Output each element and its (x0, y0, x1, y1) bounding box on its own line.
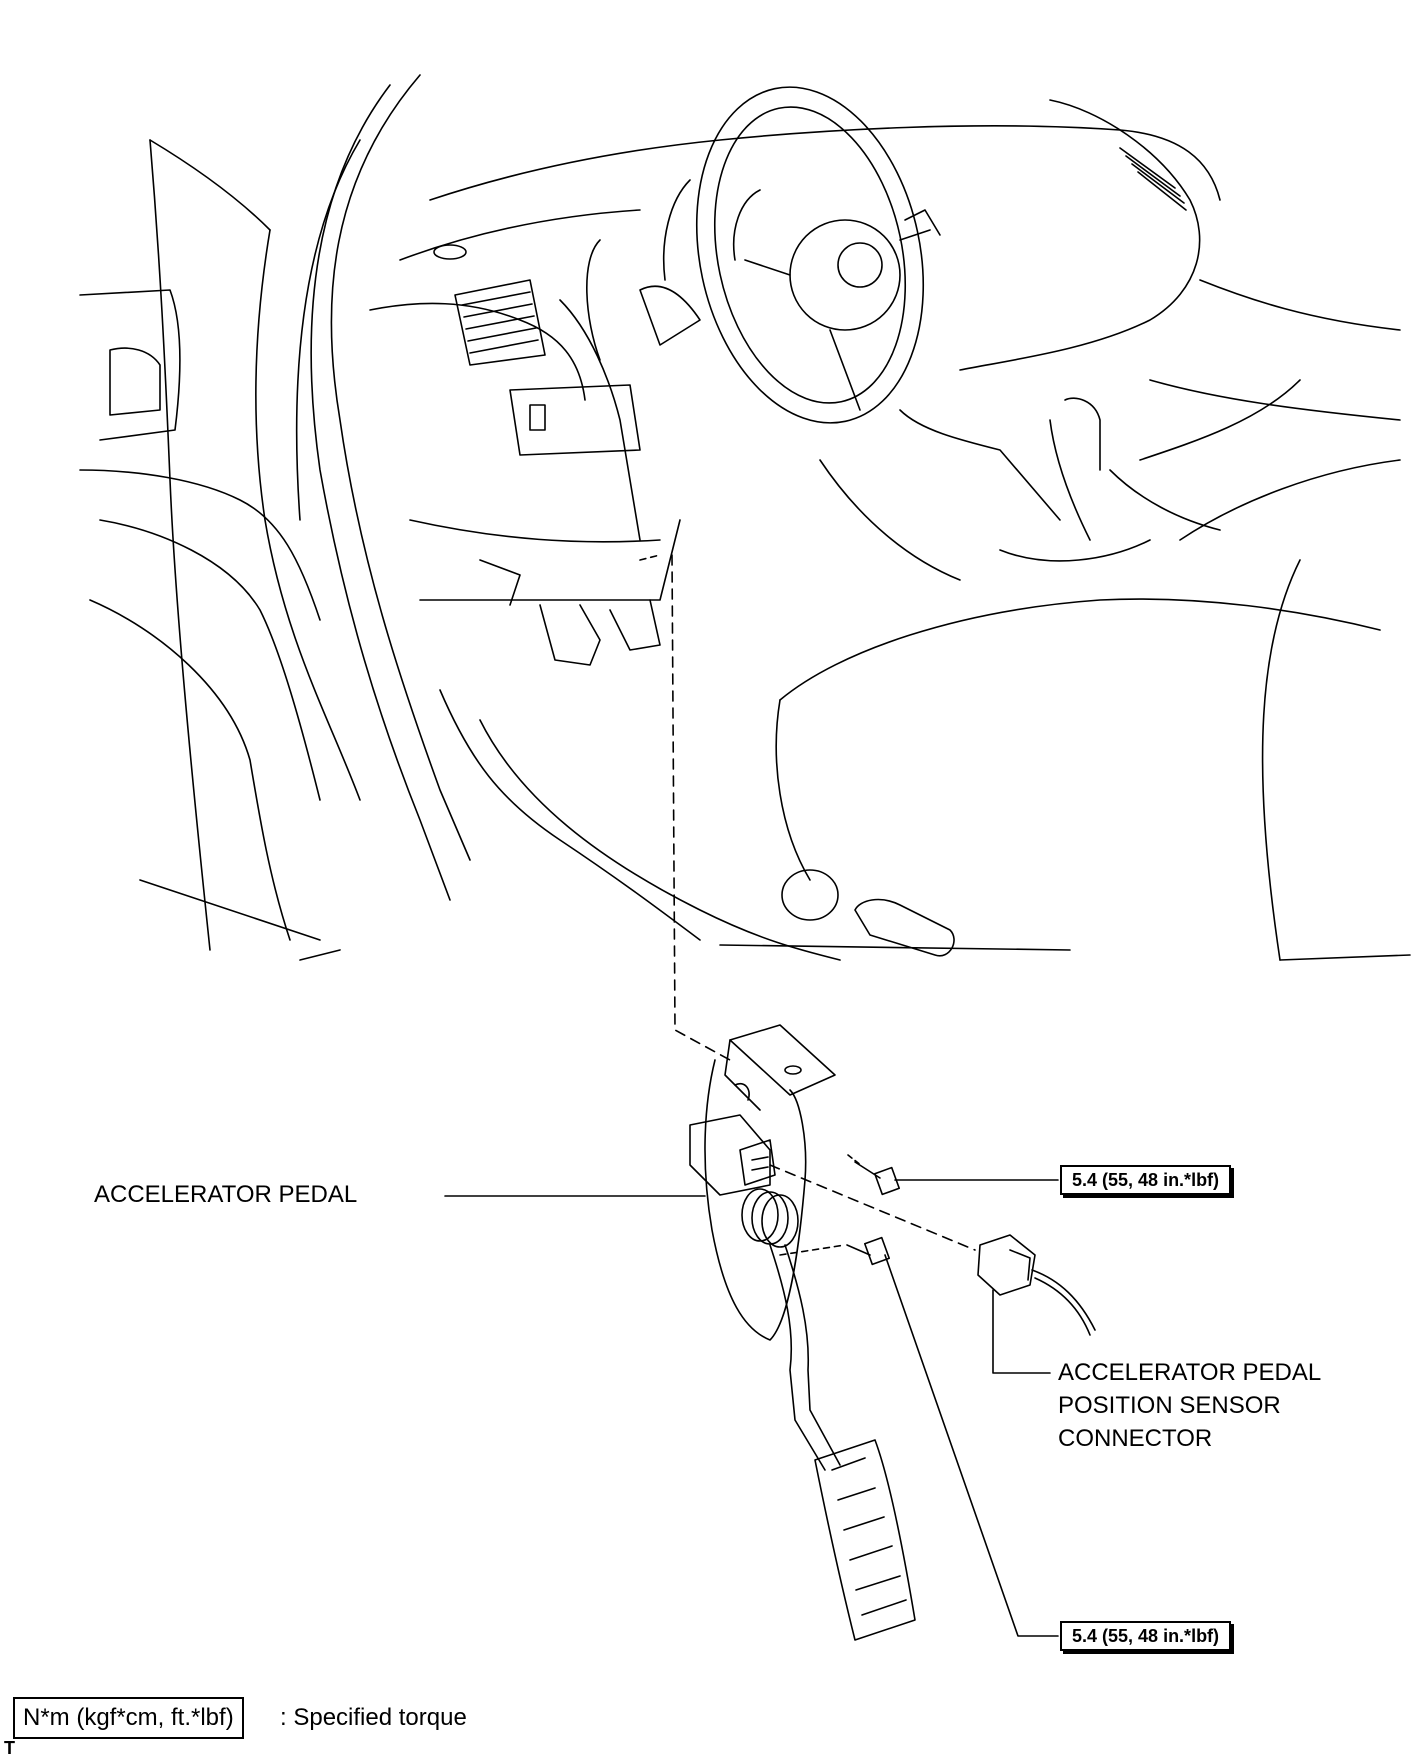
accelerator-pedal-assembly (689, 1024, 916, 1641)
legend-description: : Specified torque (280, 1704, 467, 1731)
label-sensor-connector-line-1: ACCELERATOR PEDAL (1058, 1359, 1322, 1386)
leader-connector (992, 1289, 1051, 1374)
corner-mark: T (4, 1738, 15, 1758)
label-accelerator-pedal: ACCELERATOR PEDAL (94, 1181, 358, 1208)
vehicle-interior (79, 74, 1411, 961)
leader-lower-torque (884, 1254, 1059, 1637)
legend-unit-box: N*m (kgf*cm, ft.*lbf) (13, 1697, 244, 1739)
torque-spec-lower-bolt: 5.4 (55, 48 in.*lbf) (1060, 1621, 1232, 1651)
lower-bolt-icon (779, 1236, 891, 1266)
leader-dashed-connector (769, 1164, 976, 1251)
sensor-connector-icon (977, 1234, 1096, 1336)
label-sensor-connector-line-2: POSITION SENSOR (1058, 1392, 1281, 1419)
upper-bolt-icon (847, 1154, 901, 1196)
label-sensor-connector-line-3: CONNECTOR (1058, 1425, 1213, 1452)
torque-spec-upper-bolt: 5.4 (55, 48 in.*lbf) (1060, 1165, 1232, 1195)
leader-dashed-footwell (671, 554, 731, 1061)
